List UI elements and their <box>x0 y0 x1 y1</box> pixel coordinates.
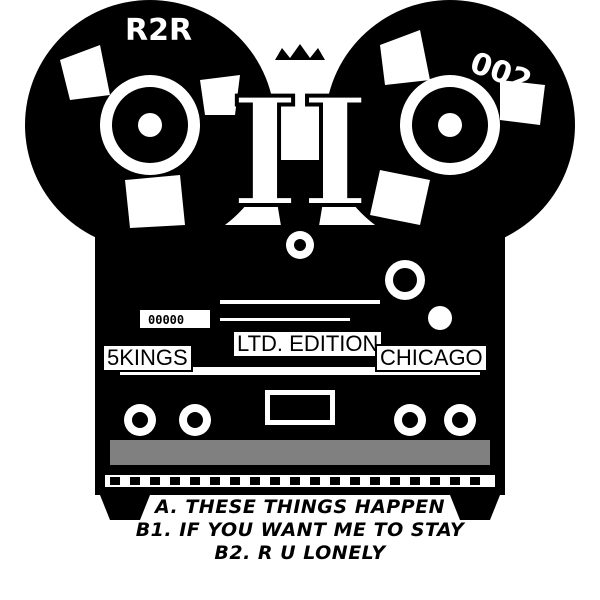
track-b2: B2. R U LONELY <box>214 542 386 564</box>
track-b1: B1. IF YOU WANT ME TO STAY <box>135 519 465 541</box>
track-a: A. THESE THINGS HAPPEN <box>154 496 446 518</box>
label-chicago: CHICAGO <box>375 344 488 372</box>
label-5kings: 5KINGS <box>102 344 193 372</box>
roman-numeral-two: II <box>230 65 370 241</box>
left-reel-label: R2R <box>125 13 192 48</box>
label-ltd-edition: LTD. EDITION <box>232 330 384 358</box>
svg-text:00000: 00000 <box>148 313 184 327</box>
